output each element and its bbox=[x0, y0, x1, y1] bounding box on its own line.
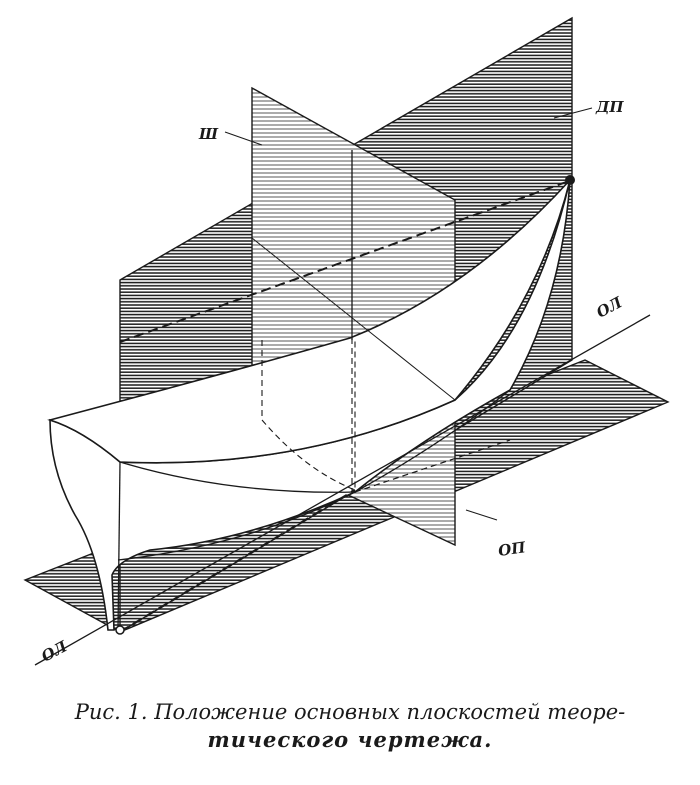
hull-chine-line bbox=[119, 461, 356, 493]
baseline-label-left: ОЛ bbox=[38, 637, 70, 666]
op-label: ОП bbox=[497, 538, 527, 560]
caption-line-2: тического чертежа. bbox=[207, 727, 493, 752]
frame-label-leader bbox=[224, 131, 263, 146]
hull-deck bbox=[47, 179, 571, 464]
caption-line-1: Рис. 1. Положение основных плоскостей те… bbox=[74, 700, 626, 724]
ship-theoretical-planes-diagram: Ш ДП ОЛ ОП ОЛ bbox=[23, 16, 670, 666]
baseline-label-right: ОЛ bbox=[593, 293, 625, 322]
dp-label-leader bbox=[553, 107, 593, 119]
baseline-axis bbox=[34, 314, 651, 666]
stern-point bbox=[115, 625, 125, 635]
frame-section-dashed bbox=[261, 340, 356, 491]
op-label-leader bbox=[465, 509, 498, 521]
hull-bottom-line bbox=[117, 389, 511, 561]
stern-post bbox=[117, 461, 121, 631]
frame-deck-line bbox=[251, 237, 456, 401]
dp-label: ДП bbox=[595, 98, 624, 116]
figure-caption: Рис. 1. Положение основных плоскостей те… bbox=[0, 698, 700, 754]
frame-label: Ш bbox=[198, 125, 219, 143]
stem-point bbox=[565, 175, 575, 185]
baseline-dashed bbox=[354, 439, 511, 493]
centerline-dashed bbox=[119, 489, 356, 633]
waterline-dashed bbox=[119, 179, 573, 343]
